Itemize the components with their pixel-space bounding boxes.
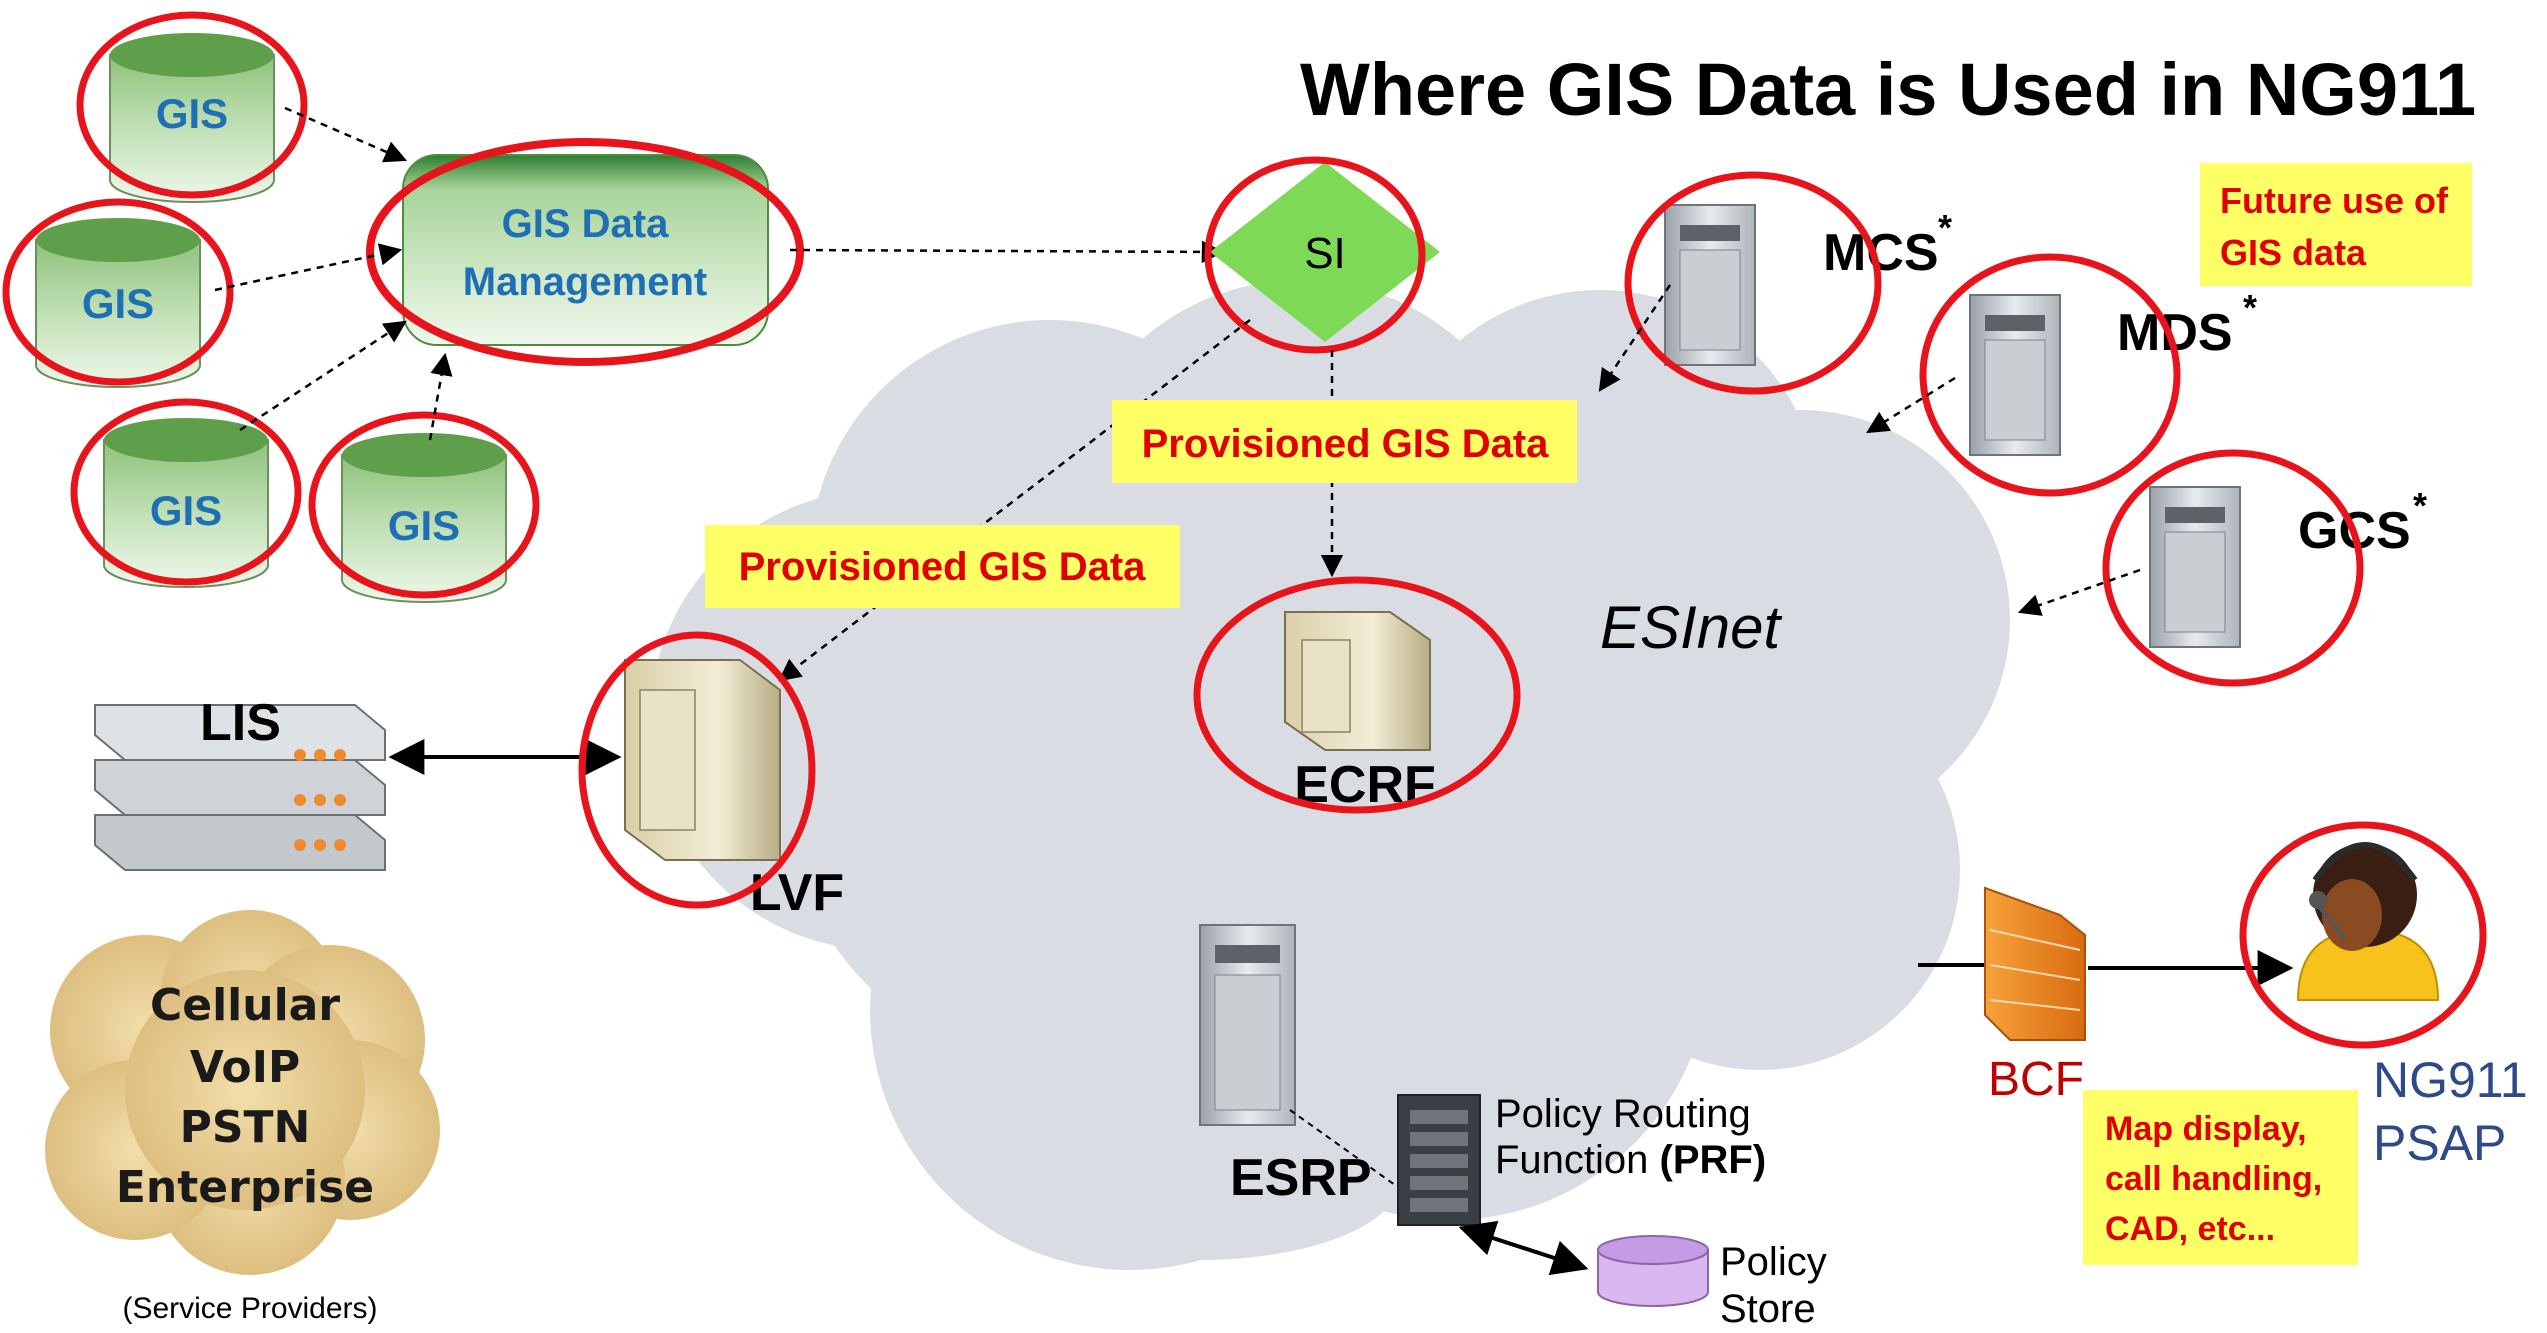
policy-store-line1: Policy [1720, 1240, 1827, 1284]
lis-appliance: LIS [94, 694, 386, 871]
psap-note-line3: CAD, etc... [2105, 1210, 2275, 1248]
gcs-star: * [2413, 485, 2427, 526]
lvf-label: LVF [750, 864, 844, 922]
provisioned-text: Provisioned GIS Data [739, 545, 1147, 589]
psap-note: Map display, call handling, CAD, etc... [2083, 1090, 2358, 1265]
psap-operator [2239, 821, 2487, 1049]
psap-note-line2: call handling, [2105, 1160, 2322, 1198]
bcf-firewall: BCF [1984, 886, 2086, 1106]
prf-rack: Policy Routing Function (PRF) [1397, 1092, 1766, 1226]
gis-source-2: GIS [2, 198, 234, 388]
mcs-server: MCS * [1624, 171, 1952, 395]
prf-line2-bold: (PRF) [1660, 1138, 1767, 1182]
esinet-label: ESInet [1600, 594, 1782, 661]
gis-label: GIS [388, 502, 460, 549]
gis-label: GIS [156, 90, 228, 137]
future-note-line1: Future use of [2220, 180, 2449, 221]
provisioned-text: Provisioned GIS Data [1142, 422, 1550, 466]
mcs-star: * [1938, 207, 1952, 248]
prf-line2: Function (PRF) [1495, 1138, 1766, 1182]
psap-line1: NG911 [2373, 1052, 2528, 1108]
gis-feed-arrows [214, 106, 1225, 441]
gis-source-3: GIS [70, 398, 302, 588]
gis-source-4: GIS [308, 411, 540, 603]
policy-store: Policy Store [1597, 1235, 1827, 1331]
gis-data-management-line1: GIS Data [502, 202, 669, 246]
gis-label: GIS [82, 280, 154, 327]
future-note-line2: GIS data [2220, 232, 2367, 273]
gis-data-management: GIS Data Management [366, 138, 804, 366]
page-title: Where GIS Data is Used in NG911 [1300, 48, 2476, 131]
lvf-server: LVF [578, 631, 844, 922]
service-provider-item: PSTN [180, 1102, 311, 1153]
spatial-interface-si: SI [1204, 156, 1440, 354]
service-providers: Cellular VoIP PSTN Enterprise (Service P… [45, 910, 440, 1325]
psap-note-line1: Map display, [2105, 1110, 2307, 1148]
prf-line1: Policy Routing [1495, 1092, 1751, 1136]
lis-label: LIS [200, 694, 281, 752]
gis-data-management-line2: Management [463, 260, 708, 304]
service-provider-item: Enterprise [116, 1162, 374, 1213]
service-provider-item: VoIP [190, 1042, 301, 1093]
future-server-arrows [1598, 284, 2141, 616]
si-provisioning-arrows [778, 319, 1344, 682]
prf-store-link [1458, 1220, 1589, 1276]
esrp-label: ESRP [1230, 1149, 1372, 1207]
policy-store-line2: Store [1720, 1287, 1816, 1331]
prf-line2-prefix: Function [1495, 1138, 1660, 1182]
service-providers-caption: (Service Providers) [122, 1292, 377, 1325]
psap-line2: PSAP [2373, 1115, 2506, 1171]
future-use-note: Future use of GIS data [2200, 163, 2472, 286]
gis-source-1: GIS [76, 11, 308, 203]
mds-server: MDS * [1919, 253, 2257, 497]
esrp-server: ESRP [1199, 924, 1372, 1207]
si-label: SI [1304, 229, 1346, 278]
bcf-label: BCF [1988, 1053, 2084, 1106]
mds-star: * [2243, 287, 2257, 328]
gis-label: GIS [150, 487, 222, 534]
provisioned-label-lvf: Provisioned GIS Data [705, 525, 1180, 608]
ecrf-server: ECRF [1193, 576, 1521, 814]
gcs-server: GCS * [2102, 449, 2427, 687]
provisioned-label-ecrf: Provisioned GIS Data [1112, 400, 1577, 483]
service-provider-item: Cellular [150, 980, 340, 1031]
